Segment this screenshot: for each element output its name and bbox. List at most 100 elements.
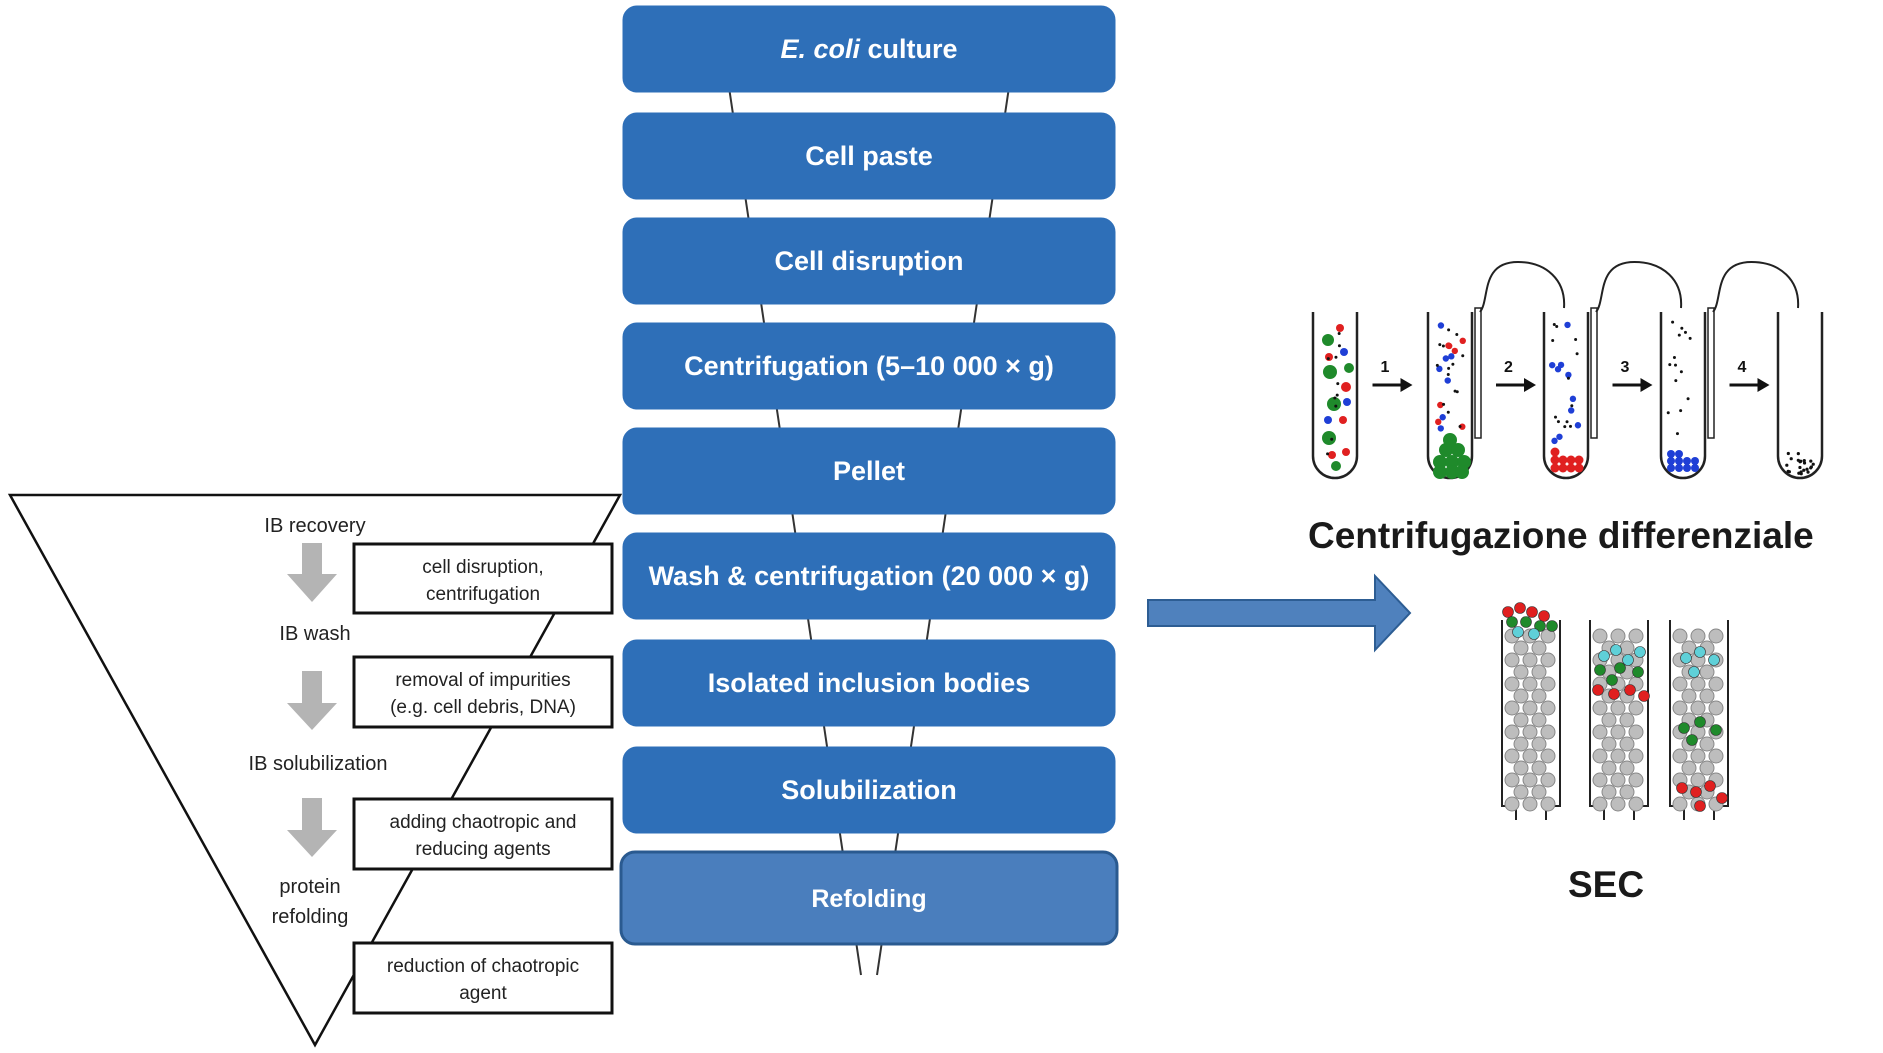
sec-bead	[1592, 796, 1608, 812]
particle	[1551, 339, 1555, 343]
molecule	[1624, 684, 1636, 696]
particle	[1568, 407, 1575, 414]
sec-bead	[1540, 724, 1556, 740]
sec-bead	[1540, 700, 1556, 716]
particle	[1674, 379, 1678, 383]
particle	[1445, 342, 1453, 350]
molecule	[1534, 620, 1546, 632]
sec-bead	[1504, 676, 1520, 692]
sec-bead	[1513, 784, 1529, 800]
particle	[1671, 320, 1675, 324]
pellet-particle	[1455, 465, 1469, 479]
pellet-particle	[1797, 471, 1801, 475]
molecule	[1538, 610, 1550, 622]
sec-bead	[1531, 664, 1547, 680]
pellet-particle	[1550, 447, 1560, 457]
sec-bead	[1699, 664, 1715, 680]
particle	[1569, 395, 1577, 403]
sec-bead	[1699, 760, 1715, 776]
particle	[1680, 326, 1684, 330]
particle	[1337, 344, 1341, 348]
sec-bead	[1672, 748, 1688, 764]
molecule	[1598, 650, 1610, 662]
sec-bead	[1522, 748, 1538, 764]
flow-step-box	[622, 5, 1116, 93]
sec-bead	[1522, 652, 1538, 668]
particle	[1459, 423, 1466, 430]
particle	[1335, 393, 1339, 397]
down-arrow-icon	[287, 543, 337, 602]
flow-step: Cell disruption	[622, 217, 1116, 305]
molecule	[1708, 654, 1720, 666]
pellet-particle	[1789, 457, 1793, 461]
pellet-particle	[1667, 464, 1675, 472]
sec-bead	[1610, 628, 1626, 644]
flow-step-label-italic: E. coli	[780, 34, 860, 64]
molecule	[1526, 606, 1538, 618]
particle	[1336, 324, 1344, 332]
molecule	[1606, 674, 1618, 686]
funnel-box-line: centrifugation	[426, 584, 540, 605]
sec-column	[1501, 620, 1561, 820]
particle	[1683, 330, 1687, 334]
molecule	[1704, 780, 1716, 792]
sec-bead	[1522, 700, 1538, 716]
sec-bead	[1540, 772, 1556, 788]
centrifuge-tube	[1542, 312, 1590, 480]
particle	[1326, 357, 1330, 361]
pellet-particle	[1785, 463, 1789, 467]
funnel-box-line: reducing agents	[415, 839, 550, 860]
sec-bead	[1504, 796, 1520, 812]
flow-step: Refolding	[619, 850, 1119, 946]
flow-step-box	[622, 746, 1116, 834]
particle	[1437, 401, 1444, 409]
sec-bead	[1619, 760, 1635, 776]
centrifuge-tube	[1776, 312, 1824, 480]
step-number: 2	[1504, 359, 1513, 376]
particle	[1435, 363, 1439, 367]
ib-process-funnel: IB recovery IB wash IB solubilization pr…	[7, 493, 623, 1048]
sec-bead	[1610, 748, 1626, 764]
sec-bead	[1531, 784, 1547, 800]
particle	[1451, 362, 1455, 366]
flow-step: Centrifugation (5–10 000 × g)	[622, 322, 1116, 410]
particle	[1679, 409, 1683, 413]
sec-bead	[1601, 736, 1617, 752]
flow-step-box	[622, 322, 1116, 410]
sec-bead	[1708, 700, 1724, 716]
sec-bead	[1601, 712, 1617, 728]
funnel-stage-label: IB wash	[279, 623, 350, 645]
pellet-particle	[1786, 451, 1790, 456]
molecule	[1694, 716, 1706, 728]
sec-bead	[1601, 760, 1617, 776]
flow-step-label-text: Cell disruption	[775, 246, 964, 276]
particle	[1441, 344, 1445, 348]
particle	[1446, 373, 1450, 377]
funnel-stage-label: IB solubilization	[249, 753, 388, 775]
sec-bead	[1681, 760, 1697, 776]
transfer-curve	[1595, 260, 1683, 313]
down-arrow-icon	[287, 798, 337, 857]
sec-bead	[1592, 748, 1608, 764]
particle	[1330, 437, 1334, 441]
particle	[1437, 425, 1444, 432]
sec-caption: SEC	[1568, 864, 1645, 905]
funnel-triangle	[7, 493, 623, 1048]
particle	[1448, 353, 1455, 360]
sec-bead	[1513, 760, 1529, 776]
sec-bead	[1522, 724, 1538, 740]
particle	[1339, 416, 1347, 424]
molecule	[1608, 688, 1620, 700]
sec-bead	[1540, 748, 1556, 764]
molecule	[1514, 602, 1526, 614]
sec-bead	[1540, 796, 1556, 812]
sec-bead	[1672, 628, 1688, 644]
particle	[1565, 371, 1572, 379]
sec-bead	[1531, 736, 1547, 752]
sec-bead	[1690, 700, 1706, 716]
pellet-particle	[1809, 466, 1813, 470]
sec-bead	[1513, 736, 1529, 752]
flow-step-box	[622, 532, 1116, 620]
particle	[1679, 370, 1683, 374]
